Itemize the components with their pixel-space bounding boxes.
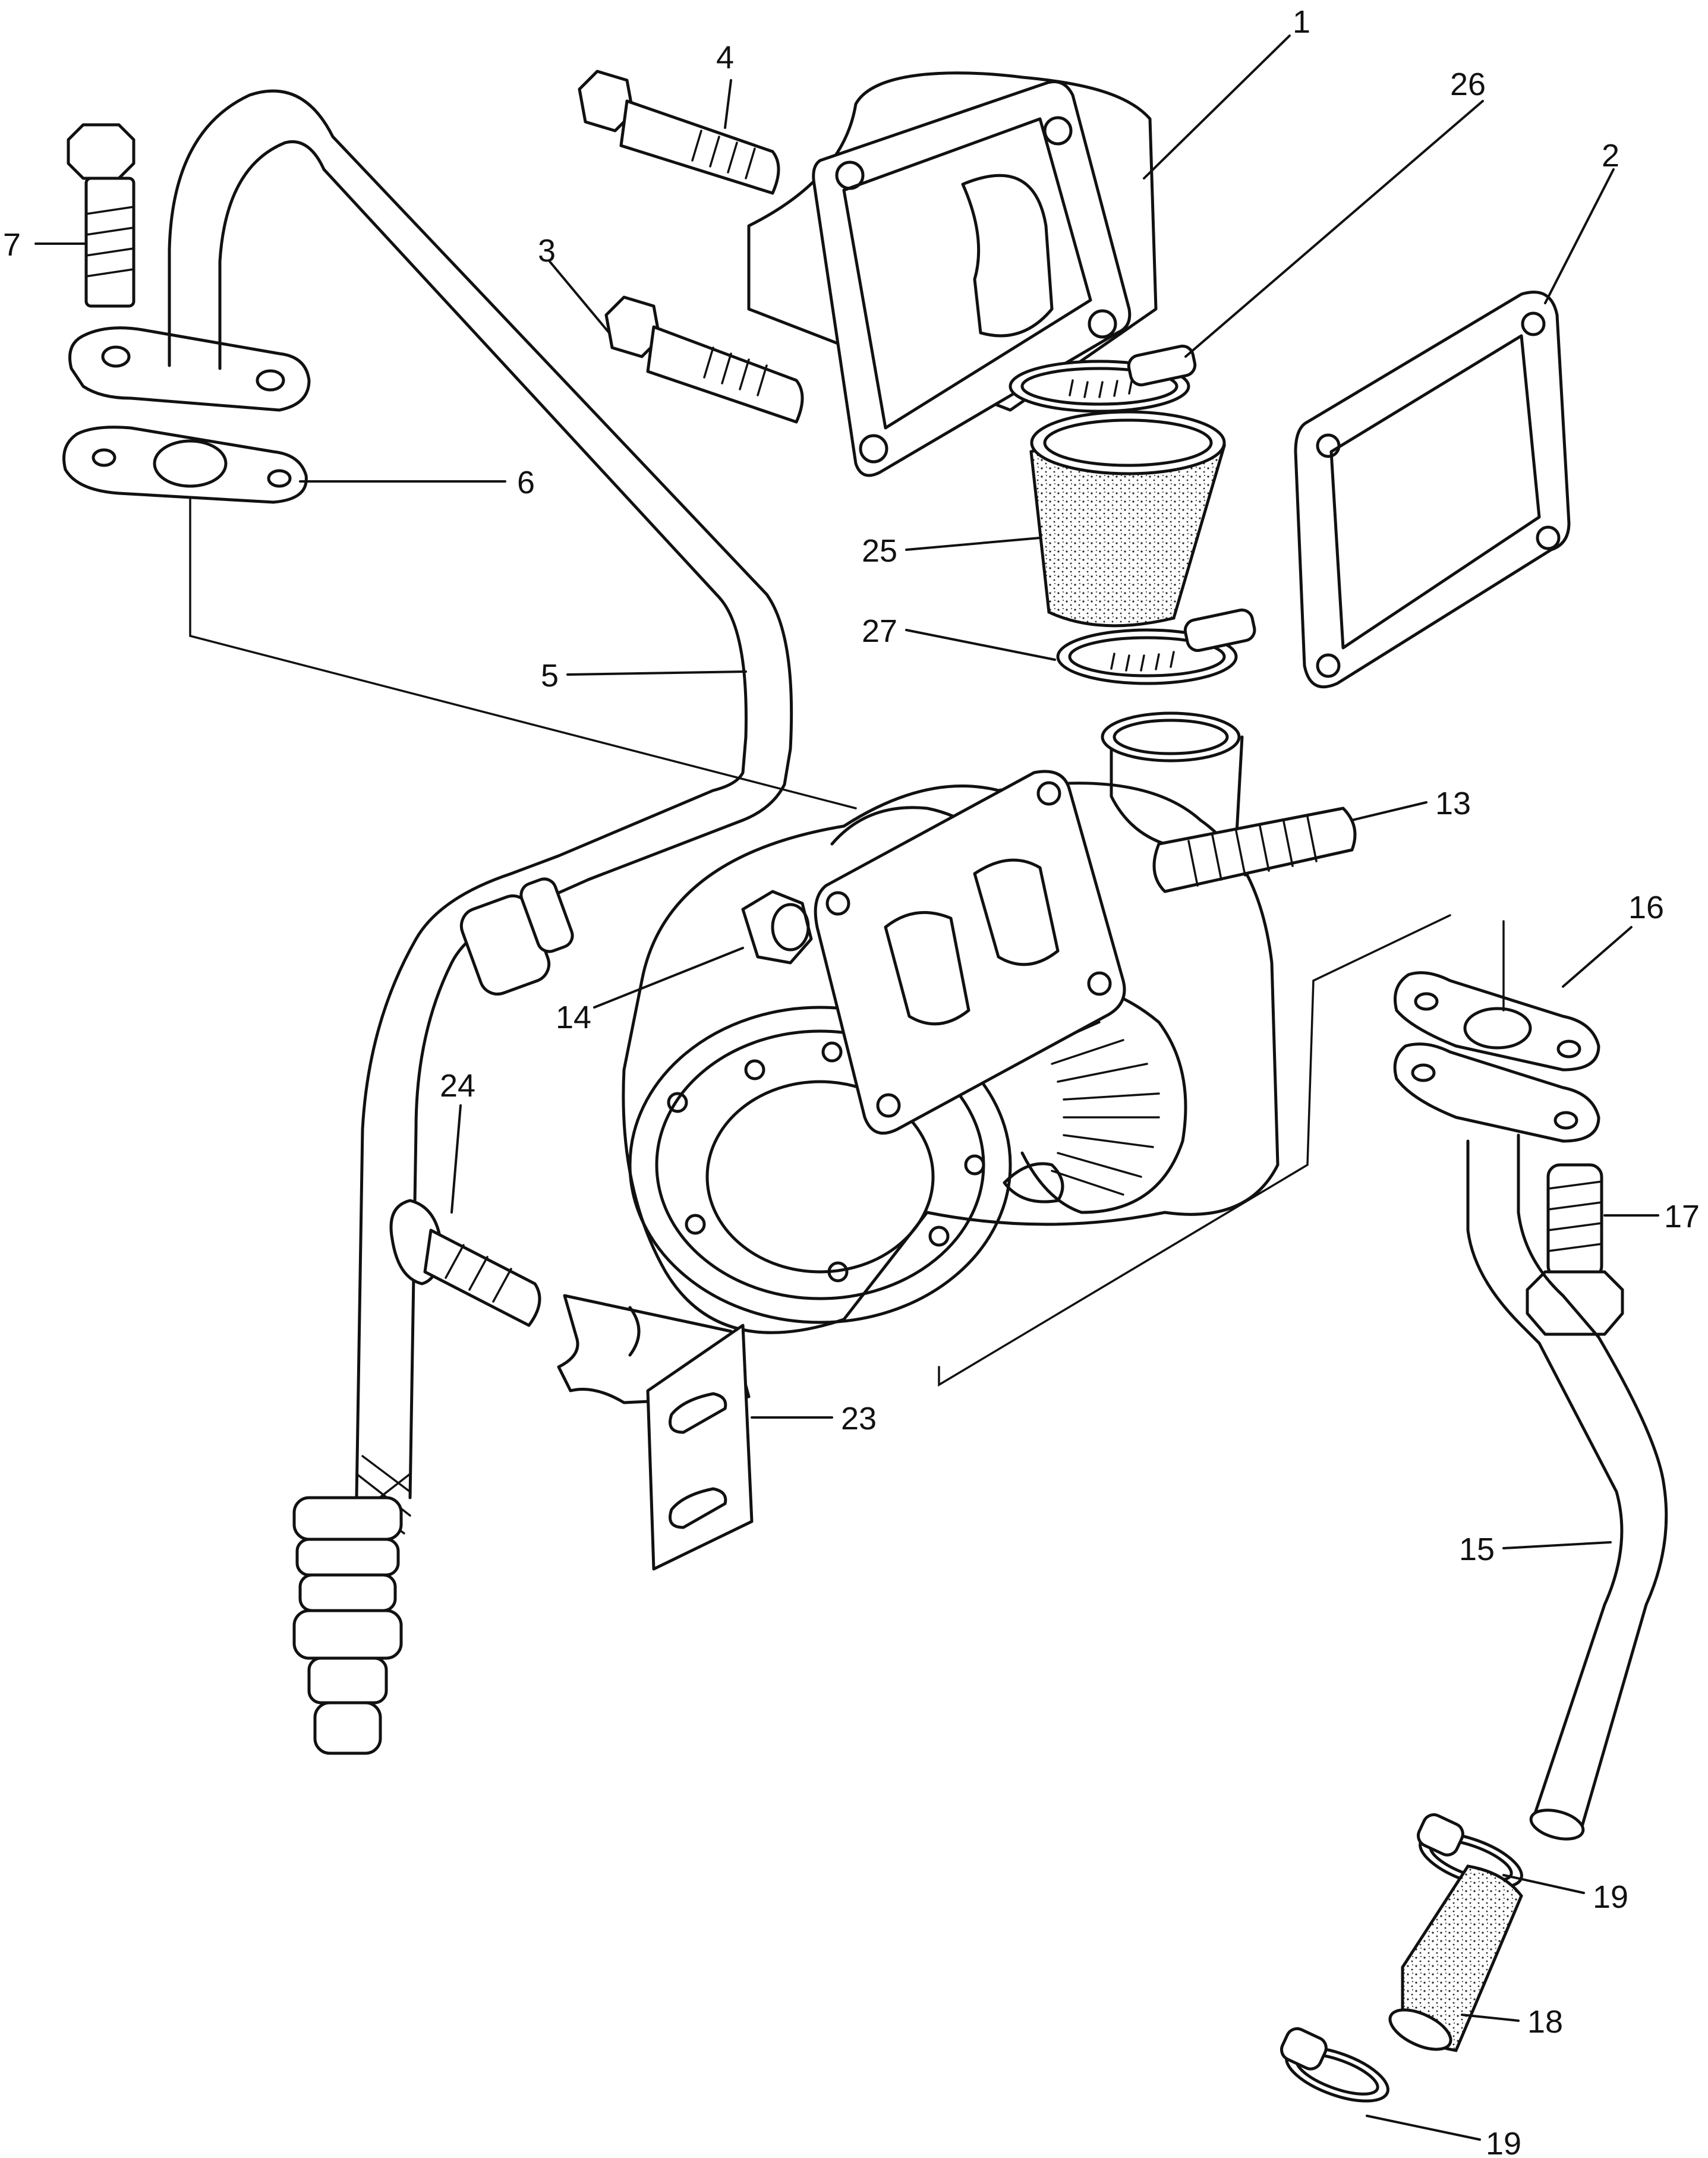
bolt-part-4 [578, 70, 780, 195]
turbine-inlet-flange [814, 770, 1126, 1135]
oil-feed-pipe-part-5 [168, 89, 793, 1755]
callout-3: 3 [538, 233, 556, 269]
callout-18: 18 [1527, 2004, 1563, 2040]
callout-15: 15 [1459, 1532, 1495, 1567]
callout-5: 5 [541, 658, 559, 694]
callout-24: 24 [440, 1068, 475, 1104]
hose-clamp-part-27 [1056, 608, 1256, 685]
turbocharger-body [622, 711, 1280, 1334]
hose-clamp-part-26 [1009, 344, 1197, 413]
callout-labels: 1 26 2 4 7 3 6 25 27 5 13 16 14 24 17 23… [3, 4, 1700, 2158]
bolt-part-3 [604, 295, 804, 424]
alignment-lines [189, 498, 1505, 1387]
callout-14: 14 [556, 1000, 591, 1035]
callout-13: 13 [1435, 786, 1471, 821]
callout-19-lower: 19 [1486, 2126, 1521, 2158]
bolt-part-24 [389, 1199, 541, 1327]
bracket-part-23 [557, 1294, 754, 1571]
leader-lines [34, 34, 1659, 2141]
oil-feed-flange [68, 326, 311, 412]
nut-part-14 [741, 890, 813, 965]
callout-1: 1 [1293, 4, 1310, 40]
callout-26: 26 [1450, 67, 1486, 102]
callout-25: 25 [862, 533, 897, 569]
outlet-elbow-part-1 [747, 71, 1158, 477]
gasket-part-6 [62, 426, 308, 504]
callout-23: 23 [841, 1401, 877, 1436]
callout-6: 6 [517, 465, 535, 500]
hose-part-18 [1388, 1864, 1523, 2052]
bolt-part-17 [1526, 1163, 1624, 1336]
callout-17: 17 [1664, 1199, 1700, 1234]
callout-16: 16 [1628, 890, 1664, 925]
stud-part-13 [1152, 807, 1357, 893]
gasket-part-2 [1294, 291, 1571, 689]
bolt-part-7 [67, 123, 135, 308]
callout-19-upper: 19 [1593, 1879, 1628, 1915]
callout-2: 2 [1602, 138, 1619, 174]
drain-pipe-part-15 [1466, 1133, 1668, 1841]
callout-4: 4 [716, 40, 734, 75]
hose-clamp-part-19-lower [1280, 2027, 1389, 2103]
gasket-part-16 [1394, 971, 1600, 1072]
callout-7: 7 [3, 227, 21, 263]
hose-part-25 [1029, 410, 1227, 628]
callout-27: 27 [862, 613, 897, 649]
drain-flange [1393, 1042, 1600, 1143]
